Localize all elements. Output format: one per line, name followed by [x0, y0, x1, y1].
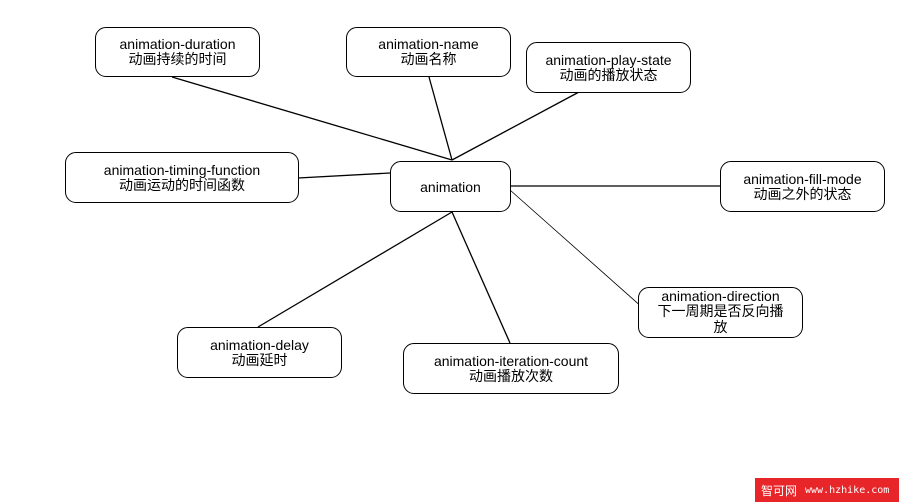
node-label-en: animation-direction	[661, 288, 780, 304]
edge-duration	[171, 76, 453, 161]
node-animation-name: animation-name 动画名称	[346, 27, 511, 77]
node-label-en: animation-fill-mode	[743, 170, 862, 187]
node-label-en: animation-name	[378, 36, 479, 52]
node-animation-delay: animation-delay 动画延时	[177, 327, 342, 378]
edge-delay	[257, 211, 453, 328]
node-animation-fill-mode: animation-fill-mode 动画之外的状态	[720, 161, 885, 212]
edge-timing	[297, 172, 391, 179]
node-label-zh: 动画名称	[400, 52, 457, 68]
node-label-zh: 下一周期是否反向播放	[657, 304, 784, 336]
node-label-en: animation-play-state	[545, 51, 672, 68]
node-animation-timing-function: animation-timing-function 动画运动的时间函数	[65, 152, 299, 203]
node-label-zh: 动画之外的状态	[753, 186, 852, 203]
edge-play-state	[451, 91, 580, 161]
site-watermark: 智可网 www.hzhike.com	[755, 478, 899, 502]
edge-iteration	[451, 211, 511, 344]
node-label-zh: 动画运动的时间函数	[119, 177, 245, 194]
node-animation-direction: animation-direction 下一周期是否反向播放	[638, 287, 803, 338]
node-animation: animation	[390, 161, 511, 212]
node-label-zh: 动画持续的时间	[128, 52, 227, 68]
node-animation-play-state: animation-play-state 动画的播放状态	[526, 42, 691, 93]
node-animation-duration: animation-duration 动画持续的时间	[95, 27, 260, 77]
edge-name	[428, 76, 453, 161]
node-label-zh: 动画延时	[231, 352, 288, 369]
node-label-en: animation-delay	[210, 336, 309, 353]
node-label-en: animation-timing-function	[103, 161, 261, 178]
node-label-zh: 动画播放次数	[469, 368, 553, 385]
node-label-en: animation-iteration-count	[433, 352, 589, 369]
node-label-zh: 动画的播放状态	[559, 67, 658, 84]
node-label-en: animation-duration	[119, 36, 236, 52]
node-animation-label: animation	[420, 178, 481, 195]
node-animation-iteration-count: animation-iteration-count 动画播放次数	[403, 343, 619, 394]
watermark-site-name: 智可网	[761, 483, 798, 498]
edge-direction	[509, 189, 653, 317]
watermark-site-url: www.hzhike.com	[805, 484, 890, 496]
